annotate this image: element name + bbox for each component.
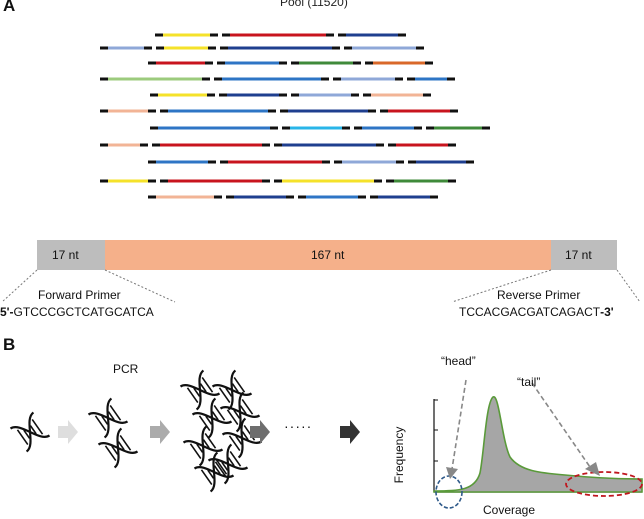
oligo-strand [416,160,466,164]
arrow-icon [58,420,78,444]
oligo-strand [168,179,262,183]
oligo-row [100,109,458,113]
left-primer-length: 17 nt [52,248,79,262]
oligo-strand [164,46,208,50]
oligo-strand [108,179,148,183]
pool-title: Pool (11520) [280,0,348,9]
payload-segment [105,240,551,270]
oligo-strand [282,179,374,183]
dna-icon [191,397,233,439]
oligo-strand [282,143,376,147]
dna-icon [87,397,129,439]
oligo-row [100,143,456,147]
oligo-row [100,46,424,50]
tail-circle [565,471,643,497]
oligo-strand [222,77,321,81]
reverse-primer-bases: TCCACGACGATCAGACT [459,305,601,319]
tail-arrow-icon [585,462,600,476]
panel-b-label: B [3,335,16,354]
oligo-row [148,61,433,65]
oligo-strand [108,109,148,113]
forward-primer-title: Forward Primer [38,288,121,302]
forward-primer-sequence: 5'-GTCCCGCTCATGCATCA [0,305,154,319]
reverse-primer-sequence: TCCACGACGATCAGACT-3' [459,305,614,319]
x-axis-label: Coverage [483,503,536,517]
oligo-row [150,93,431,97]
oligo-strand [362,126,414,130]
oligo-strand [394,179,448,183]
oligo-strand [225,61,279,65]
y-axis-label: Frequency [392,426,406,484]
pcr-amplification-flow [9,369,360,493]
oligo-pool [100,33,490,199]
oligo-strand [160,143,262,147]
head-arrow-icon [446,467,458,479]
dna-icon [97,427,139,469]
oligo-strand [346,33,398,37]
oligo-strand [158,93,207,97]
five-prime-label: 5'- [0,305,14,319]
oligo-row [100,77,455,81]
oligo-strand [108,143,140,147]
ellipsis: ····· [284,418,313,434]
oligo-strand [168,109,268,113]
panel-a-label: A [3,0,16,15]
oligo-row [150,126,490,130]
oligo-row [100,179,456,183]
oligo-strand [342,160,396,164]
oligo-strand [378,195,430,199]
oligo-strand [108,77,202,81]
payload-length: 167 nt [311,248,345,262]
oligo-strand [415,77,447,81]
oligo-strand [230,33,326,37]
oligo-strand [341,77,395,81]
oligo-strand [156,61,205,65]
oligo-strand [288,109,368,113]
oligo-row [148,195,438,199]
oligo-strand [228,46,332,50]
arrow-icon [340,420,360,444]
oligo-strand [299,61,353,65]
pcr-label: PCR [113,362,139,376]
oligo-row [155,33,406,37]
coverage-distribution [433,379,643,509]
primer-connector-lines [1,269,641,303]
arrow-icon [250,420,270,444]
oligo-strand [108,46,144,50]
tail-label: “tail” [517,375,541,389]
reverse-primer-segment [551,240,617,270]
reverse-primer-title: Reverse Primer [497,288,581,302]
oligo-strand [373,61,425,65]
oligo-strand [299,93,351,97]
dna-icon [9,411,51,453]
oligo-strand [156,195,214,199]
oligo-strand [158,126,270,130]
oligo-strand [234,195,286,199]
head-label: “head” [441,354,476,368]
oligo-strand [371,93,423,97]
density-curve [433,396,643,493]
oligo-strand [306,195,358,199]
forward-primer-bases: GTCCCGCTCATGCATCA [13,305,154,319]
three-prime-label: -3' [600,305,614,319]
oligo-strand [156,160,208,164]
oligo-strand [396,143,448,147]
dna-icon [179,369,221,411]
oligo-strand [388,109,450,113]
oligo-strand [227,93,279,97]
oligo-strand [228,160,322,164]
oligo-strand [163,33,210,37]
oligo-strand [352,46,416,50]
oligo-row [148,160,474,164]
oligo-strand [434,126,482,130]
forward-primer-segment [37,240,105,270]
oligo-strand [290,126,342,130]
arrow-icon [150,420,170,444]
right-primer-length: 17 nt [565,248,592,262]
